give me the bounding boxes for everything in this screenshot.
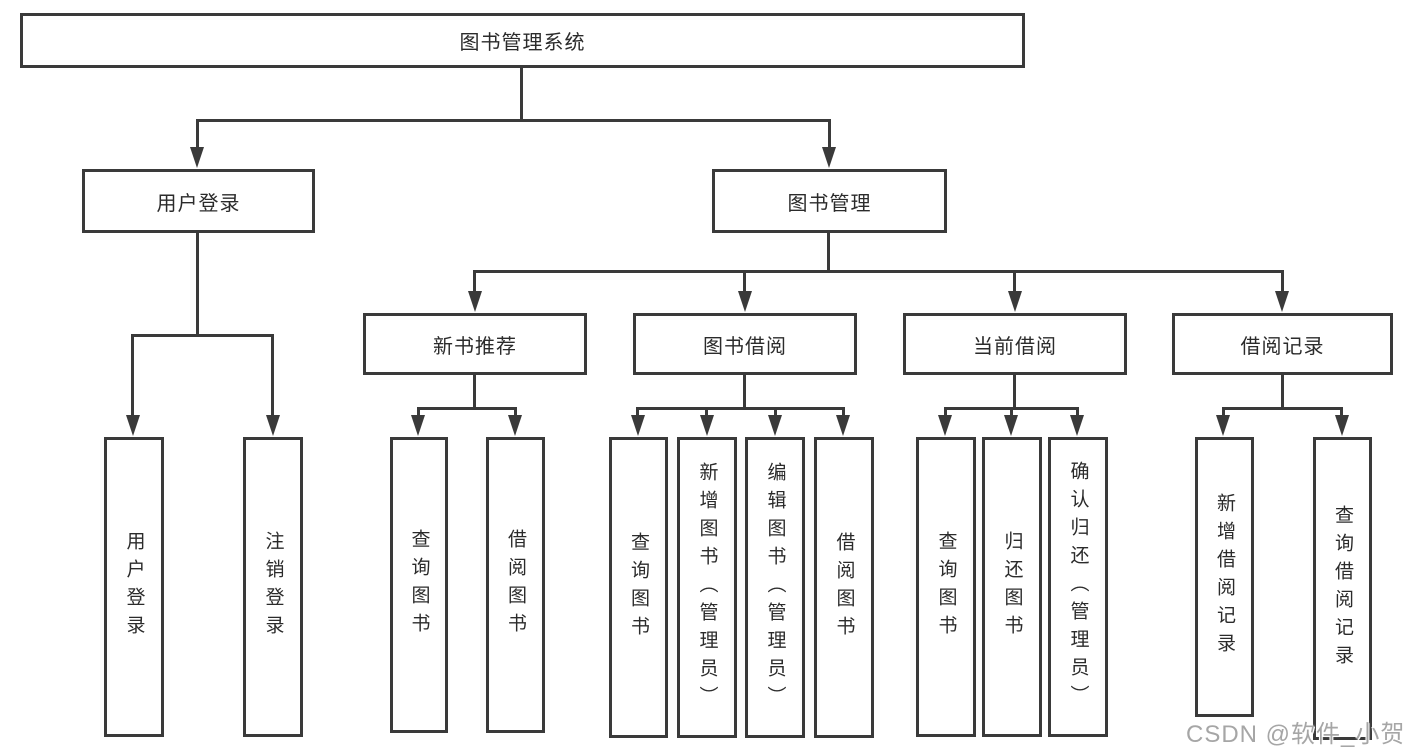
connector-line bbox=[473, 270, 1284, 273]
arrow-down-icon bbox=[1008, 291, 1022, 312]
arrow-down-icon bbox=[468, 291, 482, 312]
connector-line bbox=[131, 334, 134, 418]
connector-line bbox=[774, 407, 777, 419]
leaf-query-books-recommend: 查询图书 bbox=[390, 437, 448, 733]
connector-line bbox=[417, 407, 420, 419]
leaf-borrow-books-recommend: 借阅图书 bbox=[486, 437, 545, 733]
connector-line bbox=[636, 407, 639, 419]
connector-line bbox=[514, 407, 517, 419]
arrow-down-icon bbox=[938, 415, 952, 436]
node-book-management-label: 图书管理 bbox=[787, 192, 872, 215]
leaf-query-books-recommend-label: 查询图书 bbox=[408, 529, 430, 641]
node-new-book-recommend-label: 新书推荐 bbox=[433, 335, 517, 358]
leaf-query-books-borrow: 查询图书 bbox=[609, 437, 668, 738]
arrow-down-icon bbox=[822, 147, 836, 168]
leaf-return-book-label: 归还图书 bbox=[1001, 531, 1023, 643]
leaf-add-borrow-record: 新增借阅记录 bbox=[1195, 437, 1254, 717]
node-new-book-recommend: 新书推荐 bbox=[363, 313, 587, 375]
node-user-login: 用户登录 bbox=[82, 169, 315, 233]
arrow-down-icon bbox=[836, 415, 850, 436]
leaf-add-borrow-record-label: 新增借阅记录 bbox=[1214, 493, 1235, 661]
leaf-add-book-admin: 新增图书（管理员） bbox=[677, 437, 737, 738]
connector-line bbox=[473, 375, 476, 410]
leaf-borrow-books-recommend-label: 借阅图书 bbox=[505, 529, 526, 641]
arrow-down-icon bbox=[266, 415, 280, 436]
leaf-borrow-books: 借阅图书 bbox=[814, 437, 874, 738]
connector-line bbox=[1010, 407, 1013, 419]
leaf-borrow-books-label: 借阅图书 bbox=[833, 531, 855, 644]
arrow-down-icon bbox=[700, 415, 714, 436]
connector-line bbox=[1222, 407, 1343, 410]
connector-line bbox=[944, 407, 947, 419]
leaf-user-login-label: 用户登录 bbox=[123, 531, 145, 643]
connector-line bbox=[1281, 270, 1284, 295]
connector-line bbox=[1013, 270, 1016, 295]
leaf-confirm-return-admin: 确认归还（管理员） bbox=[1048, 437, 1108, 737]
connector-line bbox=[1076, 407, 1079, 419]
node-current-borrow-label: 当前借阅 bbox=[973, 335, 1057, 358]
leaf-user-login: 用户登录 bbox=[104, 437, 164, 737]
leaf-query-books-current: 查询图书 bbox=[916, 437, 976, 737]
connector-line bbox=[636, 407, 845, 410]
arrow-down-icon bbox=[508, 415, 522, 436]
connector-line bbox=[1340, 407, 1343, 419]
node-borrow-records-label: 借阅记录 bbox=[1240, 335, 1325, 358]
arrow-down-icon bbox=[126, 415, 140, 436]
node-borrow-records: 借阅记录 bbox=[1172, 313, 1393, 375]
connector-line bbox=[1281, 375, 1284, 410]
leaf-add-book-admin-label: 新增图书（管理员） bbox=[696, 461, 718, 714]
leaf-query-books-current-label: 查询图书 bbox=[935, 531, 957, 643]
node-book-borrow: 图书借阅 bbox=[633, 313, 857, 375]
connector-line bbox=[828, 119, 831, 152]
connector-line bbox=[520, 68, 523, 122]
arrow-down-icon bbox=[631, 415, 645, 436]
arrow-down-icon bbox=[768, 415, 782, 436]
arrow-down-icon bbox=[411, 415, 425, 436]
node-root: 图书管理系统 bbox=[20, 13, 1025, 68]
connector-line bbox=[196, 119, 199, 152]
connector-line bbox=[842, 407, 845, 419]
arrow-down-icon bbox=[1070, 415, 1084, 436]
leaf-query-books-borrow-label: 查询图书 bbox=[628, 531, 649, 644]
connector-line bbox=[196, 119, 831, 122]
connector-line bbox=[1013, 375, 1016, 410]
arrow-down-icon bbox=[1004, 415, 1018, 436]
connector-line bbox=[131, 334, 274, 337]
arrow-down-icon bbox=[1216, 415, 1230, 436]
connector-line bbox=[1222, 407, 1225, 419]
arrow-down-icon bbox=[738, 291, 752, 312]
connector-line bbox=[705, 407, 708, 419]
connector-line bbox=[743, 375, 746, 410]
arrow-down-icon bbox=[1275, 291, 1289, 312]
connector-line bbox=[271, 334, 274, 418]
watermark: CSDN @软件_小贺同学 bbox=[1186, 721, 1405, 747]
leaf-query-borrow-record-label: 查询借阅记录 bbox=[1332, 504, 1353, 673]
leaf-logout-label: 注销登录 bbox=[262, 531, 284, 643]
node-user-login-label: 用户登录 bbox=[156, 192, 241, 215]
connector-line bbox=[743, 270, 746, 295]
arrow-down-icon bbox=[1335, 415, 1349, 436]
leaf-return-book: 归还图书 bbox=[982, 437, 1042, 737]
leaf-query-borrow-record: 查询借阅记录 bbox=[1313, 437, 1372, 740]
connector-line bbox=[473, 270, 476, 295]
arrow-down-icon bbox=[190, 147, 204, 168]
node-current-borrow: 当前借阅 bbox=[903, 313, 1127, 375]
connector-line bbox=[417, 407, 517, 410]
node-book-management: 图书管理 bbox=[712, 169, 947, 233]
leaf-confirm-return-admin-label: 确认归还（管理员） bbox=[1067, 461, 1089, 713]
leaf-logout: 注销登录 bbox=[243, 437, 303, 737]
leaf-edit-book-admin-label: 编辑图书（管理员） bbox=[764, 461, 786, 714]
node-root-label: 图书管理系统 bbox=[459, 32, 586, 54]
leaf-edit-book-admin: 编辑图书（管理员） bbox=[745, 437, 805, 738]
connector-line bbox=[196, 233, 199, 336]
node-book-borrow-label: 图书借阅 bbox=[703, 335, 787, 358]
connector-line bbox=[827, 233, 830, 272]
